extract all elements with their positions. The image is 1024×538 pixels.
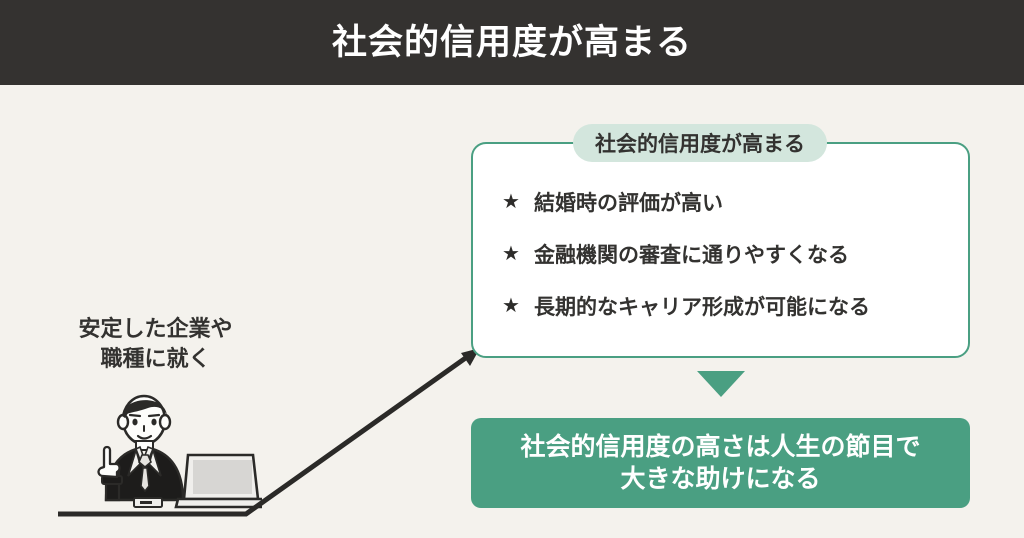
source-label: 安定した企業や 職種に就く (78, 316, 233, 371)
page-title: 社会的信用度が高まる (331, 23, 692, 62)
header-bar: 社会的信用度が高まる (0, 0, 1024, 85)
list-item-label: 金融機関の審査に通りやすくなる (534, 244, 849, 267)
list-item: ★ 長期的なキャリア形成が可能になる (502, 280, 970, 332)
star-icon: ★ (502, 191, 520, 213)
benefits-list: ★ 結婚時の評価が高い ★ 金融機関の審査に通りやすくなる ★ 長期的なキャリア… (471, 176, 970, 332)
businessman-with-laptop-illustration (97, 394, 262, 509)
list-item-label: 結婚時の評価が高い (534, 192, 723, 215)
triangle-down-icon (697, 371, 745, 397)
list-item: ★ 結婚時の評価が高い (502, 176, 970, 228)
conclusion-box: 社会的信用度の高さは人生の節目で 大きな助けになる (471, 418, 970, 508)
benefits-card (471, 142, 970, 358)
card-badge: 社会的信用度が高まる (573, 124, 827, 162)
conclusion-text: 社会的信用度の高さは人生の節目で 大きな助けになる (520, 432, 921, 494)
star-icon: ★ (502, 295, 520, 317)
star-icon: ★ (502, 243, 520, 265)
list-item: ★ 金融機関の審査に通りやすくなる (502, 228, 970, 280)
list-item-label: 長期的なキャリア形成が可能になる (534, 296, 870, 319)
